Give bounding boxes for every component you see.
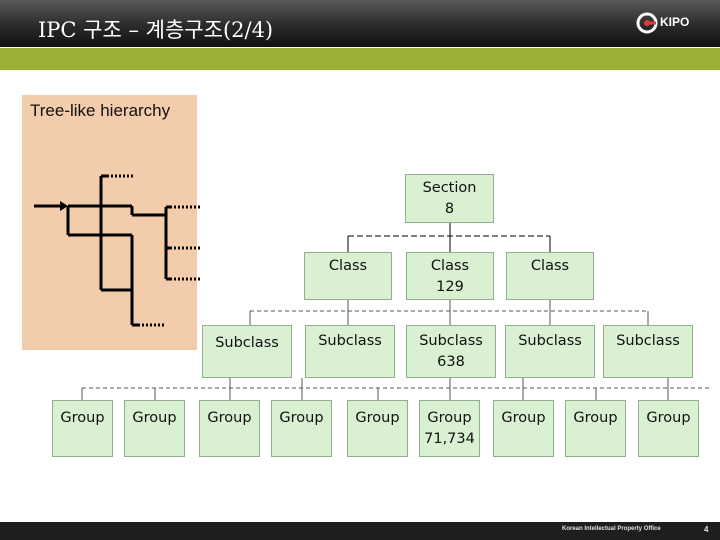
class-count: 129: [436, 279, 464, 295]
class-node: Class: [304, 252, 392, 300]
group-node: Group: [347, 400, 408, 457]
header-bar: IPC 구조 – 계층구조(2/4) KIPO: [0, 0, 720, 47]
group-node: Group: [199, 400, 260, 457]
class-label: Class: [530, 258, 570, 274]
subclass-label: Subclass: [215, 335, 279, 351]
subclass-label: Subclass: [616, 333, 680, 349]
subclass-node: Subclass: [603, 325, 693, 378]
class-node: Class: [506, 252, 594, 300]
tree-panel: Tree-like hierarchy: [22, 95, 197, 350]
section-count: 8: [444, 201, 455, 217]
section-label: Section: [422, 180, 477, 196]
group-label: Group: [573, 410, 618, 426]
subclass-node: Subclass: [305, 325, 395, 378]
class-to-subclass-connectors: [249, 300, 649, 325]
accent-bar: [0, 48, 720, 70]
class-node: Class 129: [406, 252, 494, 300]
group-label: Group: [501, 410, 546, 426]
class-label: Class: [430, 258, 470, 274]
subclass-node: Subclass 638: [406, 325, 496, 378]
subclass-label: Subclass: [318, 333, 382, 349]
kipo-logo: KIPO: [636, 12, 696, 36]
subclass-to-group-connectors: [81, 378, 712, 400]
group-node: Group: [493, 400, 554, 457]
group-node: Group 71,734: [419, 400, 480, 457]
slide-title: IPC 구조 – 계층구조(2/4): [38, 18, 274, 42]
group-label: Group: [279, 410, 324, 426]
group-label: Group: [355, 410, 400, 426]
section-node: Section 8: [405, 174, 494, 223]
footer-bar: Korean Intellectual Property Office 4: [0, 522, 720, 540]
kipo-logo-icon: [636, 12, 658, 34]
group-label: Group: [132, 410, 177, 426]
group-count: 71,734: [424, 431, 475, 447]
class-label: Class: [328, 258, 368, 274]
subclass-label: Subclass: [419, 333, 483, 349]
group-label: Group: [60, 410, 105, 426]
group-node: Group: [638, 400, 699, 457]
subclass-node: Subclass: [202, 325, 292, 378]
footer-organization: Korean Intellectual Property Office: [562, 526, 661, 532]
logo-text: KIPO: [660, 15, 690, 29]
tree-dots: [107, 174, 200, 327]
subclass-node: Subclass: [505, 325, 595, 378]
tree-panel-label: Tree-like hierarchy: [30, 101, 171, 120]
group-node: Group: [565, 400, 626, 457]
group-label: Group: [207, 410, 252, 426]
subclass-label: Subclass: [518, 333, 582, 349]
section-to-class-connectors: [347, 222, 551, 252]
group-label: Group: [427, 410, 472, 426]
tree-icon: [34, 174, 170, 327]
group-label: Group: [646, 410, 691, 426]
group-node: Group: [52, 400, 113, 457]
page-number: 4: [704, 525, 709, 534]
group-node: Group: [271, 400, 332, 457]
subclass-count: 638: [437, 354, 465, 370]
group-node: Group: [124, 400, 185, 457]
